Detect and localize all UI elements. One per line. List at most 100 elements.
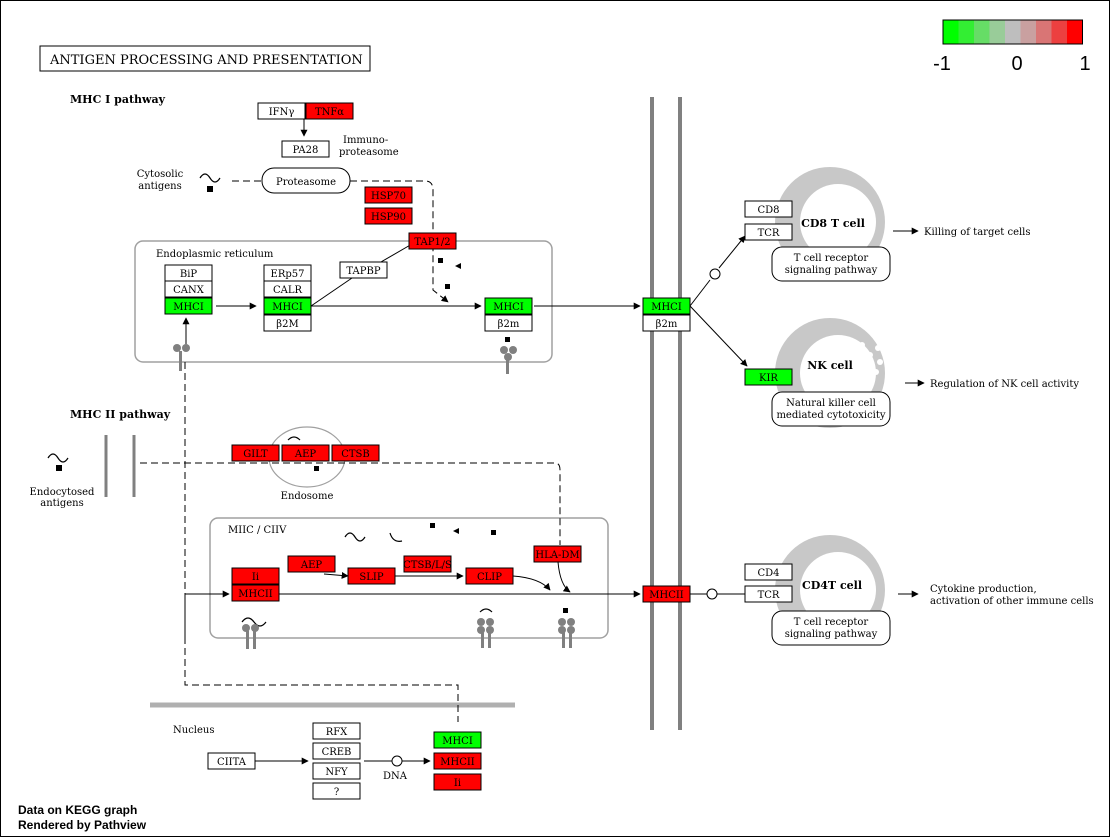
node-canx[interactable]: CANX: [164, 280, 213, 298]
node-hsp70[interactable]: HSP70: [364, 186, 413, 204]
node-pa28[interactable]: PA28: [281, 140, 330, 158]
node-ifng[interactable]: IFNγ: [257, 102, 306, 120]
node-b2m-er2[interactable]: β2M: [263, 314, 312, 332]
node-ciita[interactable]: CIITA: [207, 752, 256, 770]
node-label: MHCII: [649, 590, 684, 601]
inhibition-circle: [709, 268, 721, 280]
legend-max-label: 1: [1079, 53, 1090, 75]
node-tcr-cd8[interactable]: TCR: [744, 223, 793, 241]
node-box: [164, 297, 213, 315]
dna-label: DNA: [383, 771, 408, 782]
node-label: CTSB/L/S: [403, 560, 452, 571]
endocytic-membrane: [104, 435, 136, 497]
node-gilt[interactable]: GILT: [231, 444, 280, 462]
node-aep-miic[interactable]: AEP: [287, 555, 336, 573]
cd8-pathway-box[interactable]: [771, 246, 891, 282]
legend-swatch: [974, 20, 990, 44]
node-cd4[interactable]: CD4: [744, 563, 793, 581]
node-rfx[interactable]: RFX: [312, 722, 361, 740]
node-box: [642, 297, 691, 315]
node-box: [433, 773, 482, 791]
node-ctsb[interactable]: CTSB: [331, 444, 380, 462]
node-box: [207, 752, 256, 770]
node-hladm[interactable]: HLA-DM: [533, 545, 582, 563]
node-box: [312, 722, 361, 740]
node-tcr-cd4[interactable]: TCR: [744, 585, 793, 603]
node-label: KIR: [759, 373, 778, 384]
node-hsp90[interactable]: HSP90: [364, 207, 413, 225]
node-erp57[interactable]: ERp57: [263, 264, 312, 282]
node-label: RFX: [326, 727, 348, 738]
node-mhcii-miic[interactable]: MHCII: [231, 584, 280, 602]
node-box: [231, 584, 280, 602]
node-mhci-membrane[interactable]: MHCI: [642, 297, 691, 315]
endosome-label: Endosome: [281, 491, 334, 502]
nk-cell: NK cell Natural killer cell mediated cyt…: [771, 318, 1079, 428]
node-kir[interactable]: KIR: [744, 368, 793, 386]
node-cd8[interactable]: CD8: [744, 200, 793, 218]
node-box: [744, 368, 793, 386]
node-label: ERp57: [271, 269, 305, 280]
node-b2m-er3[interactable]: β2m: [484, 314, 533, 332]
node-unknown[interactable]: ?: [312, 782, 361, 800]
peptide-fragments: [56, 186, 568, 613]
node-creb[interactable]: CREB: [312, 742, 361, 760]
node-mhci-er2[interactable]: MHCI: [263, 297, 312, 315]
node-box: [744, 585, 793, 603]
node-label: CD4: [757, 568, 779, 579]
node-mhcii-nucleus[interactable]: MHCII: [433, 752, 482, 770]
node-mhci-er3[interactable]: MHCI: [484, 297, 533, 315]
legend-swatch: [1020, 20, 1036, 44]
node-mhci-nucleus[interactable]: MHCI: [433, 731, 482, 749]
node-box: [231, 444, 280, 462]
node-mhcii-membrane[interactable]: MHCII: [642, 585, 691, 603]
node-box: [339, 261, 388, 279]
nk-pathway-box[interactable]: [771, 391, 891, 427]
legend-min-label: -1: [933, 53, 951, 75]
svg-text:Proteasome: Proteasome: [276, 177, 336, 188]
node-box: [331, 444, 380, 462]
node-ctsbls[interactable]: CTSB/L/S: [403, 555, 452, 573]
cd8-pathway-label-1: T cell receptor: [794, 253, 869, 264]
node-b2m-membrane[interactable]: β2m: [642, 314, 691, 332]
node-label: TAPBP: [346, 266, 380, 277]
node-mhci-er1[interactable]: MHCI: [164, 297, 213, 315]
node-nfy[interactable]: NFY: [312, 762, 361, 780]
cd4-pathway-box[interactable]: [771, 610, 891, 646]
node-label: TCR: [758, 228, 780, 239]
legend-swatch: [1005, 20, 1021, 44]
node-box: [364, 186, 413, 204]
node-calr[interactable]: CALR: [263, 280, 312, 298]
node-tap[interactable]: TAP1/2: [408, 232, 457, 250]
cd4-cell-nucleus: [800, 552, 876, 628]
node-ii[interactable]: Ii: [231, 567, 280, 585]
node-label: CALR: [273, 285, 303, 296]
node-label: MHCII: [238, 589, 273, 600]
cd8-t-cell: CD8 T cell T cell receptor signaling pat…: [771, 167, 1031, 282]
node-box: [312, 742, 361, 760]
node-label: ?: [334, 787, 339, 798]
node-tapbp[interactable]: TAPBP: [339, 261, 388, 279]
node-proteasome[interactable]: Proteasome: [261, 167, 351, 194]
node-label: CLIP: [477, 572, 502, 583]
node-label: AEP: [294, 449, 317, 460]
node-bip[interactable]: BiP: [164, 264, 213, 282]
node-box: [257, 102, 306, 120]
node-tnfa[interactable]: TNFα: [305, 102, 354, 120]
node-box: [642, 314, 691, 332]
node-slip[interactable]: SLIP: [347, 567, 396, 585]
cd4-outcome-label-2: activation of other immune cells: [930, 596, 1094, 607]
node-ii-nucleus[interactable]: Ii: [433, 773, 482, 791]
node-box: [263, 280, 312, 298]
node-box: [281, 444, 330, 462]
cd4-cell-name: CD4T cell: [802, 579, 862, 592]
legend-mid-label: 0: [1011, 53, 1022, 75]
nk-cell-name: NK cell: [807, 359, 853, 372]
er-compartment: [134, 240, 553, 363]
node-label: TCR: [758, 590, 780, 601]
node-label: β2M: [276, 319, 298, 330]
legend-swatch: [958, 20, 974, 44]
node-aep-endosome[interactable]: AEP: [281, 444, 330, 462]
node-clip[interactable]: CLIP: [465, 567, 514, 585]
node-label: CANX: [173, 285, 205, 296]
